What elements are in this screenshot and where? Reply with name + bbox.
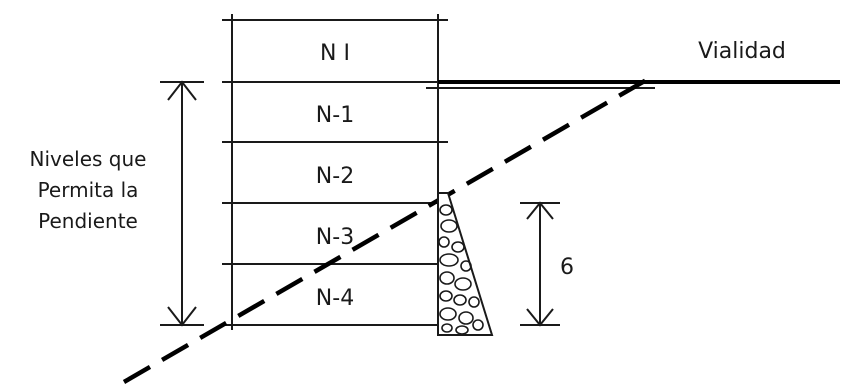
road-label: Vialidad	[698, 39, 786, 64]
floor-label-n1: N I	[320, 41, 350, 66]
levels-label-line-3: Pendiente	[38, 209, 138, 233]
wall-height-label: 6	[560, 255, 574, 280]
floor-label-n-4: N-4	[316, 286, 354, 311]
floor-label-n-1: N-1	[316, 103, 354, 128]
levels-label-line-2: Permita la	[38, 178, 139, 202]
retaining-wall-stones	[438, 204, 484, 335]
slope-line	[122, 73, 657, 384]
levels-label-line-1: Niveles que	[30, 147, 147, 171]
wall-height-dimension	[520, 201, 560, 327]
floor-label-n-2: N-2	[316, 164, 354, 189]
floor-label-n-3: N-3	[316, 225, 354, 250]
levels-dimension	[160, 80, 204, 327]
